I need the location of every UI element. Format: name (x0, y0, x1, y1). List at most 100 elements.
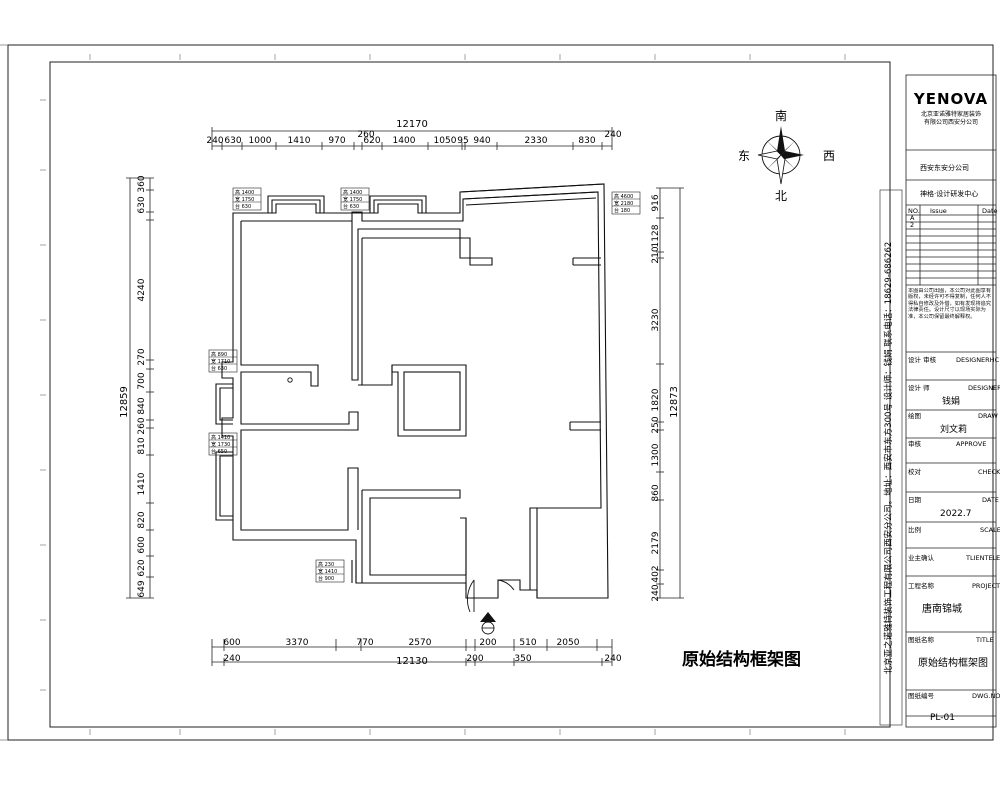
window-tag-text: 高 1400 (235, 189, 254, 196)
field-label-en: DESIGNER (968, 384, 1000, 392)
dim-label: 260 (137, 417, 147, 434)
left-dimensions (126, 177, 154, 599)
drain-symbol (287, 377, 293, 383)
left-total-dim: 12859 (119, 386, 130, 418)
field-value: 原始结构框架图 (918, 656, 988, 669)
window-tag-text: 宽 1750 (343, 196, 362, 203)
window-tag-text: 台 630 (235, 203, 251, 210)
field-value: 2022.7 (940, 509, 972, 519)
field-label-cn: 图纸名称 (908, 635, 935, 644)
dim-label: 840 (137, 397, 147, 414)
window-tag-text: 台 650 (211, 448, 227, 455)
field-value: 唐南锦城 (922, 602, 962, 615)
compass-needle-vertical (777, 126, 785, 155)
field-value: 钱娟 (942, 395, 960, 407)
bedroom-1-east-wall (351, 221, 360, 381)
window-tag-text: 台 630 (343, 203, 359, 210)
window-tag-3: 高 4600 宽 2180 台 180 (611, 191, 641, 215)
dim-label: 3370 (286, 638, 309, 648)
title-block (905, 74, 997, 728)
window-bay-west-1 (215, 383, 233, 425)
dim-label: 700 (137, 372, 147, 389)
walls (215, 183, 609, 599)
balcony-bay (459, 183, 605, 206)
field-label-cn: 图纸编号 (908, 691, 935, 700)
left-segment-labels: 360 630 240 4240 270 700 840 260 810 141… (137, 175, 147, 597)
dim-label: 270 (137, 348, 147, 365)
dim-label: 402 (651, 565, 661, 582)
bath-partition (362, 365, 393, 386)
compass-label-bottom: 北 (775, 189, 787, 203)
dim-label: 240 (604, 130, 621, 140)
dim-label: 940 (473, 136, 490, 146)
brand-sub-1: 北京亚诺雅特家居装饰 (921, 110, 981, 118)
right-segment-labels: 916 1128 210 3230 1820 250 1300 860 2179… (651, 194, 661, 601)
top-total-dim: 12170 (396, 119, 428, 130)
dim-label: 260 (357, 130, 374, 140)
field-label-en: DESIGNERHC (956, 356, 1000, 364)
field-label-cn: 比例 (908, 525, 921, 534)
field-label-en: DRAW (978, 412, 998, 420)
dim-label: 510 (519, 638, 536, 648)
window-tag-text: 台 900 (318, 575, 334, 582)
drawing-title: 原始结构框架图 (682, 649, 801, 670)
dim-label: 350 (514, 654, 531, 664)
dim-label: 1410 (288, 136, 311, 146)
lower-room-walls (362, 489, 466, 576)
dim-label: 2570 (409, 638, 432, 648)
window-tag-text: 高 890 (211, 351, 227, 358)
right-dimensions (656, 187, 684, 599)
field-label-cn: 业主确认 (908, 553, 935, 562)
dim-label: 916 (651, 194, 661, 211)
rev-row: A (910, 214, 915, 222)
field-label-en: TITLE (975, 636, 994, 644)
rev-row: 2 (910, 221, 914, 229)
exterior-wall-inner (241, 191, 602, 590)
window-bay-mid (369, 195, 427, 213)
dim-label: 970 (328, 136, 345, 146)
dim-label: 210 (651, 246, 661, 263)
dim-label: 200 (466, 654, 483, 664)
dim-label: 2050 (557, 638, 580, 648)
dim-label: 649 (137, 580, 147, 597)
window-tag-text: 高 230 (318, 561, 334, 568)
right-total-dim: 12873 (669, 386, 680, 418)
window-bay-west-2 (215, 451, 233, 521)
notice-text: 本图由公司出图，本公司对此图享有版权，未经许可不得复制，任何人不得私自修改及外借… (908, 288, 992, 320)
rev-col-date: Date (982, 207, 998, 215)
rev-col-issue: Issue (930, 207, 947, 215)
dim-label: 810 (137, 437, 147, 454)
field-label-en: SCALE (980, 526, 1000, 534)
window-tag-text: 台 630 (211, 365, 227, 372)
window-tag-1: 高 1400 宽 1750 台 630 (232, 187, 262, 211)
top-dimensions (211, 127, 613, 150)
window-bay-left (267, 195, 325, 213)
window-tag-text: 高 1410 (211, 434, 230, 441)
window-tag-6: 高 230 宽 1410 台 900 (315, 559, 345, 583)
field-label-en: CHECK (978, 468, 1000, 476)
dim-label: 3230 (651, 308, 661, 331)
dim-label: 620 (137, 559, 147, 576)
window-tag-4: 高 890 宽 1710 台 630 (208, 349, 238, 373)
dim-label: 600 (223, 638, 240, 648)
field-label-cn: 校对 (908, 467, 922, 476)
field-label-cn: 工程名称 (908, 581, 935, 590)
dim-label: 860 (651, 484, 661, 501)
window-tag-text: 台 180 (614, 207, 630, 214)
window-tag-text: 宽 1410 (318, 568, 337, 575)
dim-label: 250 (651, 416, 661, 433)
edge-ticks (40, 54, 846, 735)
field-label-cn: 日期 (908, 496, 922, 504)
right-notch-lower (569, 421, 601, 431)
dim-label: 630 (224, 136, 241, 146)
field-label-cn: 审核 (908, 439, 922, 448)
dim-label: 820 (137, 511, 147, 528)
room-2-inner (358, 238, 363, 386)
studio-name: 神格·设计研发中心 (920, 189, 978, 198)
dim-label: 240 (223, 654, 240, 664)
field-value: 刘文莉 (940, 423, 967, 435)
dim-label: 770 (356, 638, 373, 648)
dim-label: 2179 (651, 531, 661, 554)
window-tag-text: 宽 1750 (235, 196, 254, 203)
